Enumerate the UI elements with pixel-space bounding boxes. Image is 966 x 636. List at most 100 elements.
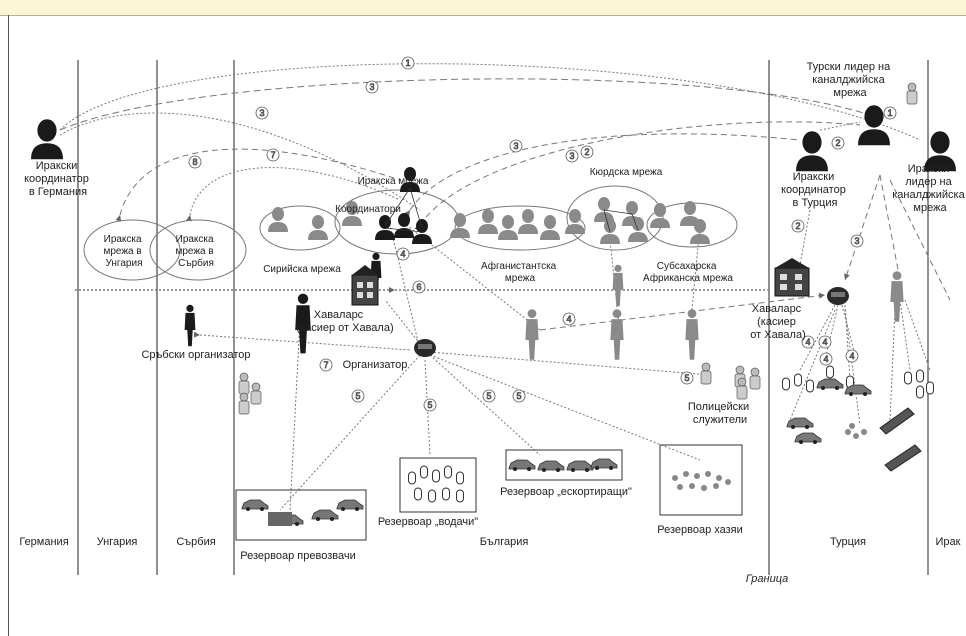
label-reservoir-escorts: Резервоар „ескортиращи" [500,486,632,498]
arc-3-short [59,112,421,211]
svg-text:6: 6 [416,282,421,292]
arc-iraq-down [879,174,901,281]
ray-carriers [279,354,421,511]
reservoir-carriers-box [235,489,367,541]
svg-text:7: 7 [270,150,275,160]
arc-3-long [59,78,871,131]
svg-text:2: 2 [584,147,589,157]
label-reservoir-hosts: Резервоар хазяи [657,524,743,536]
step-circles: 1 3 3 8 7 3 3 2 2 1 2 3 4 6 4 7 5 5 5 5 … [188,56,897,412]
svg-text:5: 5 [516,391,521,401]
svg-text:4: 4 [400,249,405,259]
kurdish-network-ellipse [566,185,664,251]
arc-3-2 [414,121,861,232]
label-kurdish-network: Кюрдска мрежа [590,167,663,178]
ray-police [429,351,711,376]
label-iraqi-network: Иракска мрежа [358,176,429,187]
reservoir-boxes [235,444,743,541]
turkey-assets [782,365,934,472]
label-turkish-leader: Турски лидер на каналджийска мрежа [807,61,894,99]
country-germany: Германия [19,536,68,548]
hawala-bg-building-icon [351,265,379,306]
arc-2-small [819,121,861,131]
label-serbian-organizer: Сръбски организатор [141,349,250,361]
organizer-rays [279,219,711,511]
svg-text:3: 3 [854,236,859,246]
svg-text:5: 5 [486,391,491,401]
svg-text:5: 5 [355,391,360,401]
left-margin-line [8,15,9,636]
label-iraqi-leader: Иракски лидер на каналджийска мрежа [892,163,966,214]
serbian-organizer-icon [184,304,196,347]
iraqi-coordinator-germany-icon [31,119,63,160]
label-police: Полицейски служители [688,401,752,426]
svg-text:3: 3 [513,141,518,151]
country-serbia: Сърбия [176,536,215,548]
svg-text:4: 4 [823,354,828,364]
label-hungary-network: Иракска мрежа в Унгария [103,234,144,269]
label-iraqi-coordinator-turkey: Иракски координатор в Турция [781,171,849,209]
arc-2-down [799,209,811,266]
serbia-network-ellipse [149,219,247,281]
svg-text:2: 2 [835,138,840,148]
reservoir-hosts-box [659,444,743,516]
ray-escorts [429,354,541,456]
label-syrian-network: Сирийска мрежа [263,264,341,275]
svg-text:3: 3 [569,151,574,161]
arc-3-down [844,174,881,281]
label-subsaharan-network: Субсахарска Африканска мрежа [643,260,733,284]
syrian-network-ellipse [259,205,341,251]
country-iraq: Ирак [936,536,961,548]
svg-text:4: 4 [805,337,810,347]
svg-text:1: 1 [887,108,892,118]
afghan-network-ellipse [454,205,586,251]
ray-serb-carriers [289,319,301,511]
svg-text:4: 4 [822,337,827,347]
country-turkey: Турция [830,536,866,548]
svg-text:4: 4 [849,351,854,361]
turkey-organizer-icon [827,287,849,305]
svg-text:5: 5 [684,373,689,383]
country-hungary: Унгария [97,536,138,548]
label-hawala-tr: Хаваларс (касиер от Хавала) [750,303,805,341]
relation-arcs [59,63,951,351]
svg-text:7: 7 [323,360,328,370]
svg-text:1: 1 [405,58,410,68]
arc-4-bg-tr [539,292,826,331]
reservoir-escorts-box [505,449,623,481]
label-organizer: Организатор [343,359,408,371]
label-serbia-network: Иракска мрежа в Сърбия [175,234,216,269]
svg-text:2: 2 [795,221,800,231]
organizer-icon [414,339,436,357]
label-reservoir-carriers: Резервоар превозвачи [240,550,355,562]
arc-iraq-down2 [889,179,951,301]
svg-text:8: 8 [192,157,197,167]
turkey-rays [789,299,931,426]
hawala-tr-building-icon [774,258,810,297]
reservoir-guides-box [399,457,477,513]
reservoir-contents [241,458,731,527]
coordinator-links [384,187,639,233]
label-iraqi-coordinator-germany: Иракски координатор в Германия [24,160,92,198]
arc-8 [115,148,401,222]
iraqi-coordinator-turkey-icon [796,131,828,172]
svg-text:5: 5 [427,400,432,410]
ray-coordinators [389,224,421,351]
label-coordinators: Координатори [335,204,401,215]
hungary-network-ellipse [83,219,181,281]
arc-1 [59,63,921,141]
label-reservoir-guides: Резервоар „водачи" [378,516,478,528]
arc-7-top [185,167,401,222]
label-afghan-network: Афганистантска мрежа [481,260,559,284]
arc-3-mid [404,133,801,217]
country-borders [77,60,929,575]
ray-hawala [384,299,426,351]
svg-text:4: 4 [566,314,571,324]
country-bulgaria: България [480,536,529,548]
svg-text:3: 3 [259,108,264,118]
ray-hosts [429,354,701,461]
top-bar [0,0,966,16]
label-hawala-bg: Хаваларс (касиер от Хавала) [296,309,393,334]
svg-text:3: 3 [369,82,374,92]
